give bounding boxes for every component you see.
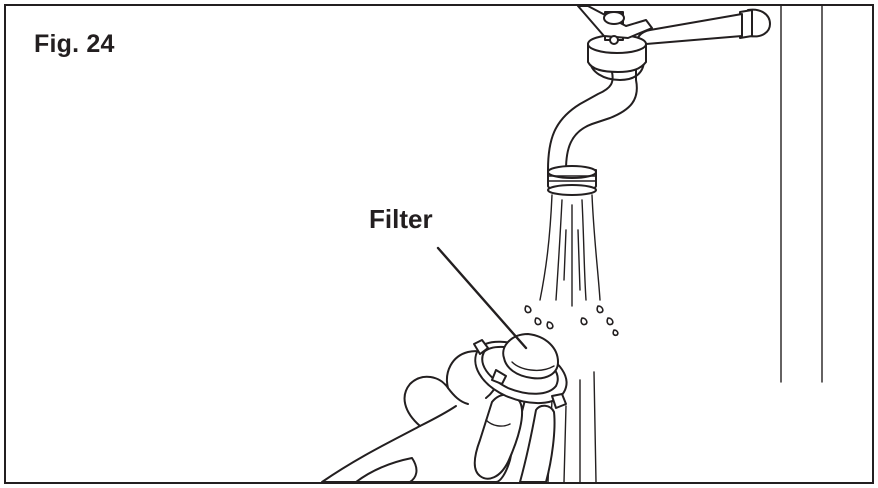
filter-icon: [473, 333, 568, 409]
callout-leader-line: [436, 246, 528, 350]
filter-callout-label: Filter: [369, 204, 433, 234]
wall-edge: [780, 5, 823, 383]
figure-title: Fig. 24: [34, 30, 115, 58]
faucet-icon: [547, 5, 771, 196]
hand-icon: [321, 350, 556, 483]
water-droplets: [524, 305, 619, 337]
